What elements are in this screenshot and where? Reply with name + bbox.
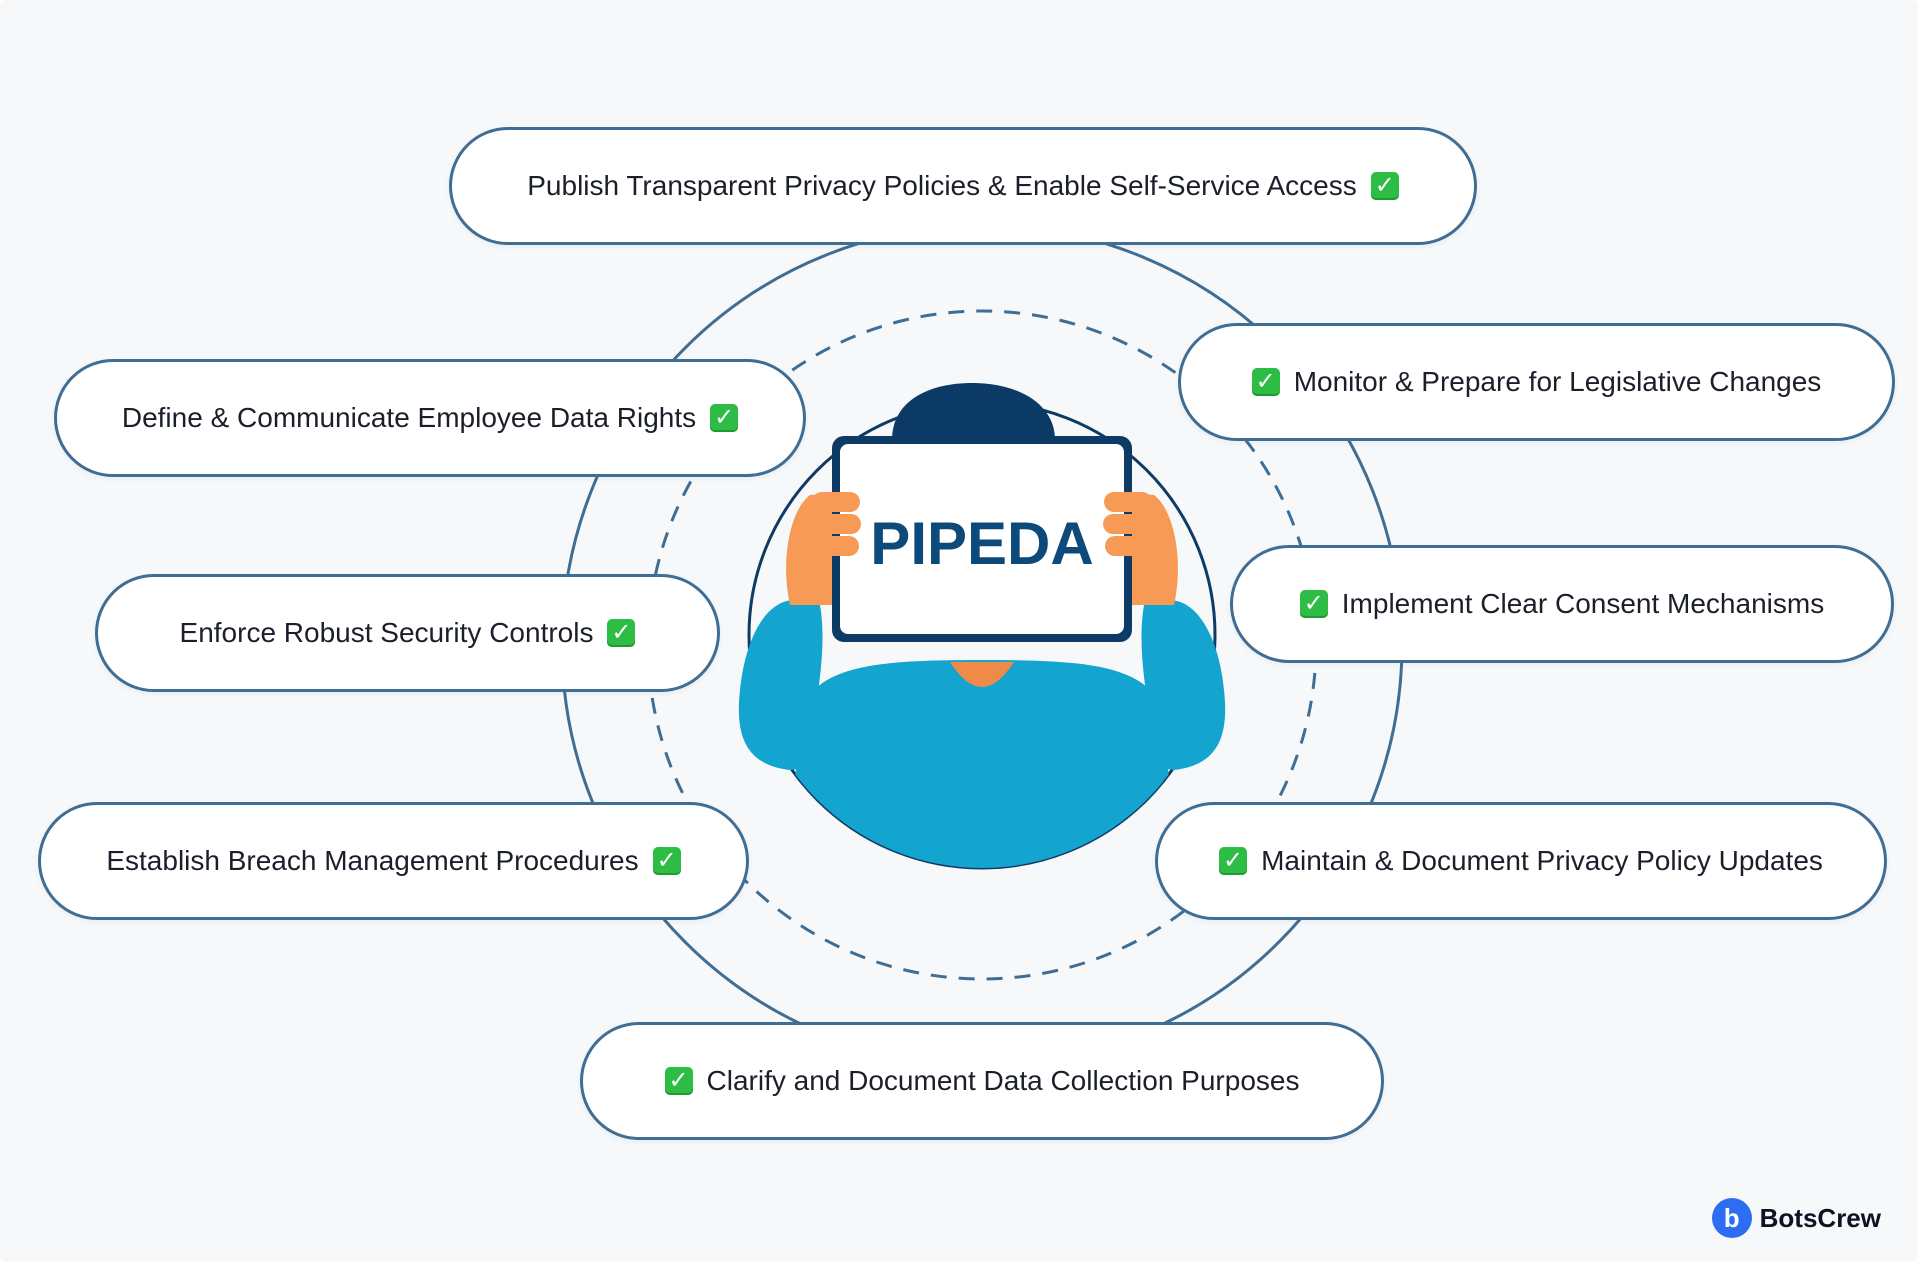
check-icon: ✓ <box>710 404 739 432</box>
check-icon: ✓ <box>652 847 681 875</box>
check-icon: ✓ <box>1299 590 1328 618</box>
item-label: Monitor & Prepare for Legislative Change… <box>1293 366 1822 397</box>
right-arm <box>1094 600 1226 770</box>
sign-board <box>840 444 1124 634</box>
check-icon: ✓ <box>664 1067 693 1095</box>
item-monitor-legislative-changes: ✓ Monitor & Prepare for Legislative Chan… <box>1178 323 1895 441</box>
item-maintain-policy-updates: ✓ Maintain & Document Privacy Policy Upd… <box>1155 802 1887 920</box>
neck <box>950 662 1014 687</box>
item-label: Clarify and Document Data Collection Pur… <box>706 1065 1300 1096</box>
item-clarify-collection-purposes: ✓ Clarify and Document Data Collection P… <box>580 1022 1384 1140</box>
item-label: Implement Clear Consent Mechanisms <box>1341 588 1825 619</box>
brand-logo-icon: b <box>1711 1198 1752 1238</box>
item-label: Define & Communicate Employee Data Right… <box>121 402 697 433</box>
item-implement-consent-mechanisms: ✓ Implement Clear Consent Mechanisms <box>1230 545 1894 663</box>
check-icon: ✓ <box>1370 172 1399 200</box>
item-employee-data-rights: Define & Communicate Employee Data Right… <box>54 359 806 477</box>
torso <box>779 660 1185 868</box>
left-arm <box>738 600 870 770</box>
hair <box>892 383 1055 440</box>
item-label: Publish Transparent Privacy Policies & E… <box>527 170 1357 201</box>
brand-name: BotsCrew <box>1759 1202 1881 1233</box>
check-icon: ✓ <box>1251 368 1280 396</box>
item-security-controls: Enforce Robust Security Controls ✓ <box>95 574 720 692</box>
sign-text: PIPEDA <box>870 510 1093 577</box>
check-icon: ✓ <box>607 619 636 647</box>
brand-logo: b BotsCrew <box>1711 1198 1881 1238</box>
item-breach-management: Establish Breach Management Procedures ✓ <box>38 802 749 920</box>
person-illustration: PIPEDA <box>738 383 1226 870</box>
item-label: Establish Breach Management Procedures <box>106 845 639 876</box>
item-label: Maintain & Document Privacy Policy Updat… <box>1261 845 1823 876</box>
item-publish-privacy-policies: Publish Transparent Privacy Policies & E… <box>449 127 1477 245</box>
check-icon: ✓ <box>1219 847 1248 875</box>
fingers <box>812 492 1152 556</box>
item-label: Enforce Robust Security Controls <box>179 617 594 648</box>
